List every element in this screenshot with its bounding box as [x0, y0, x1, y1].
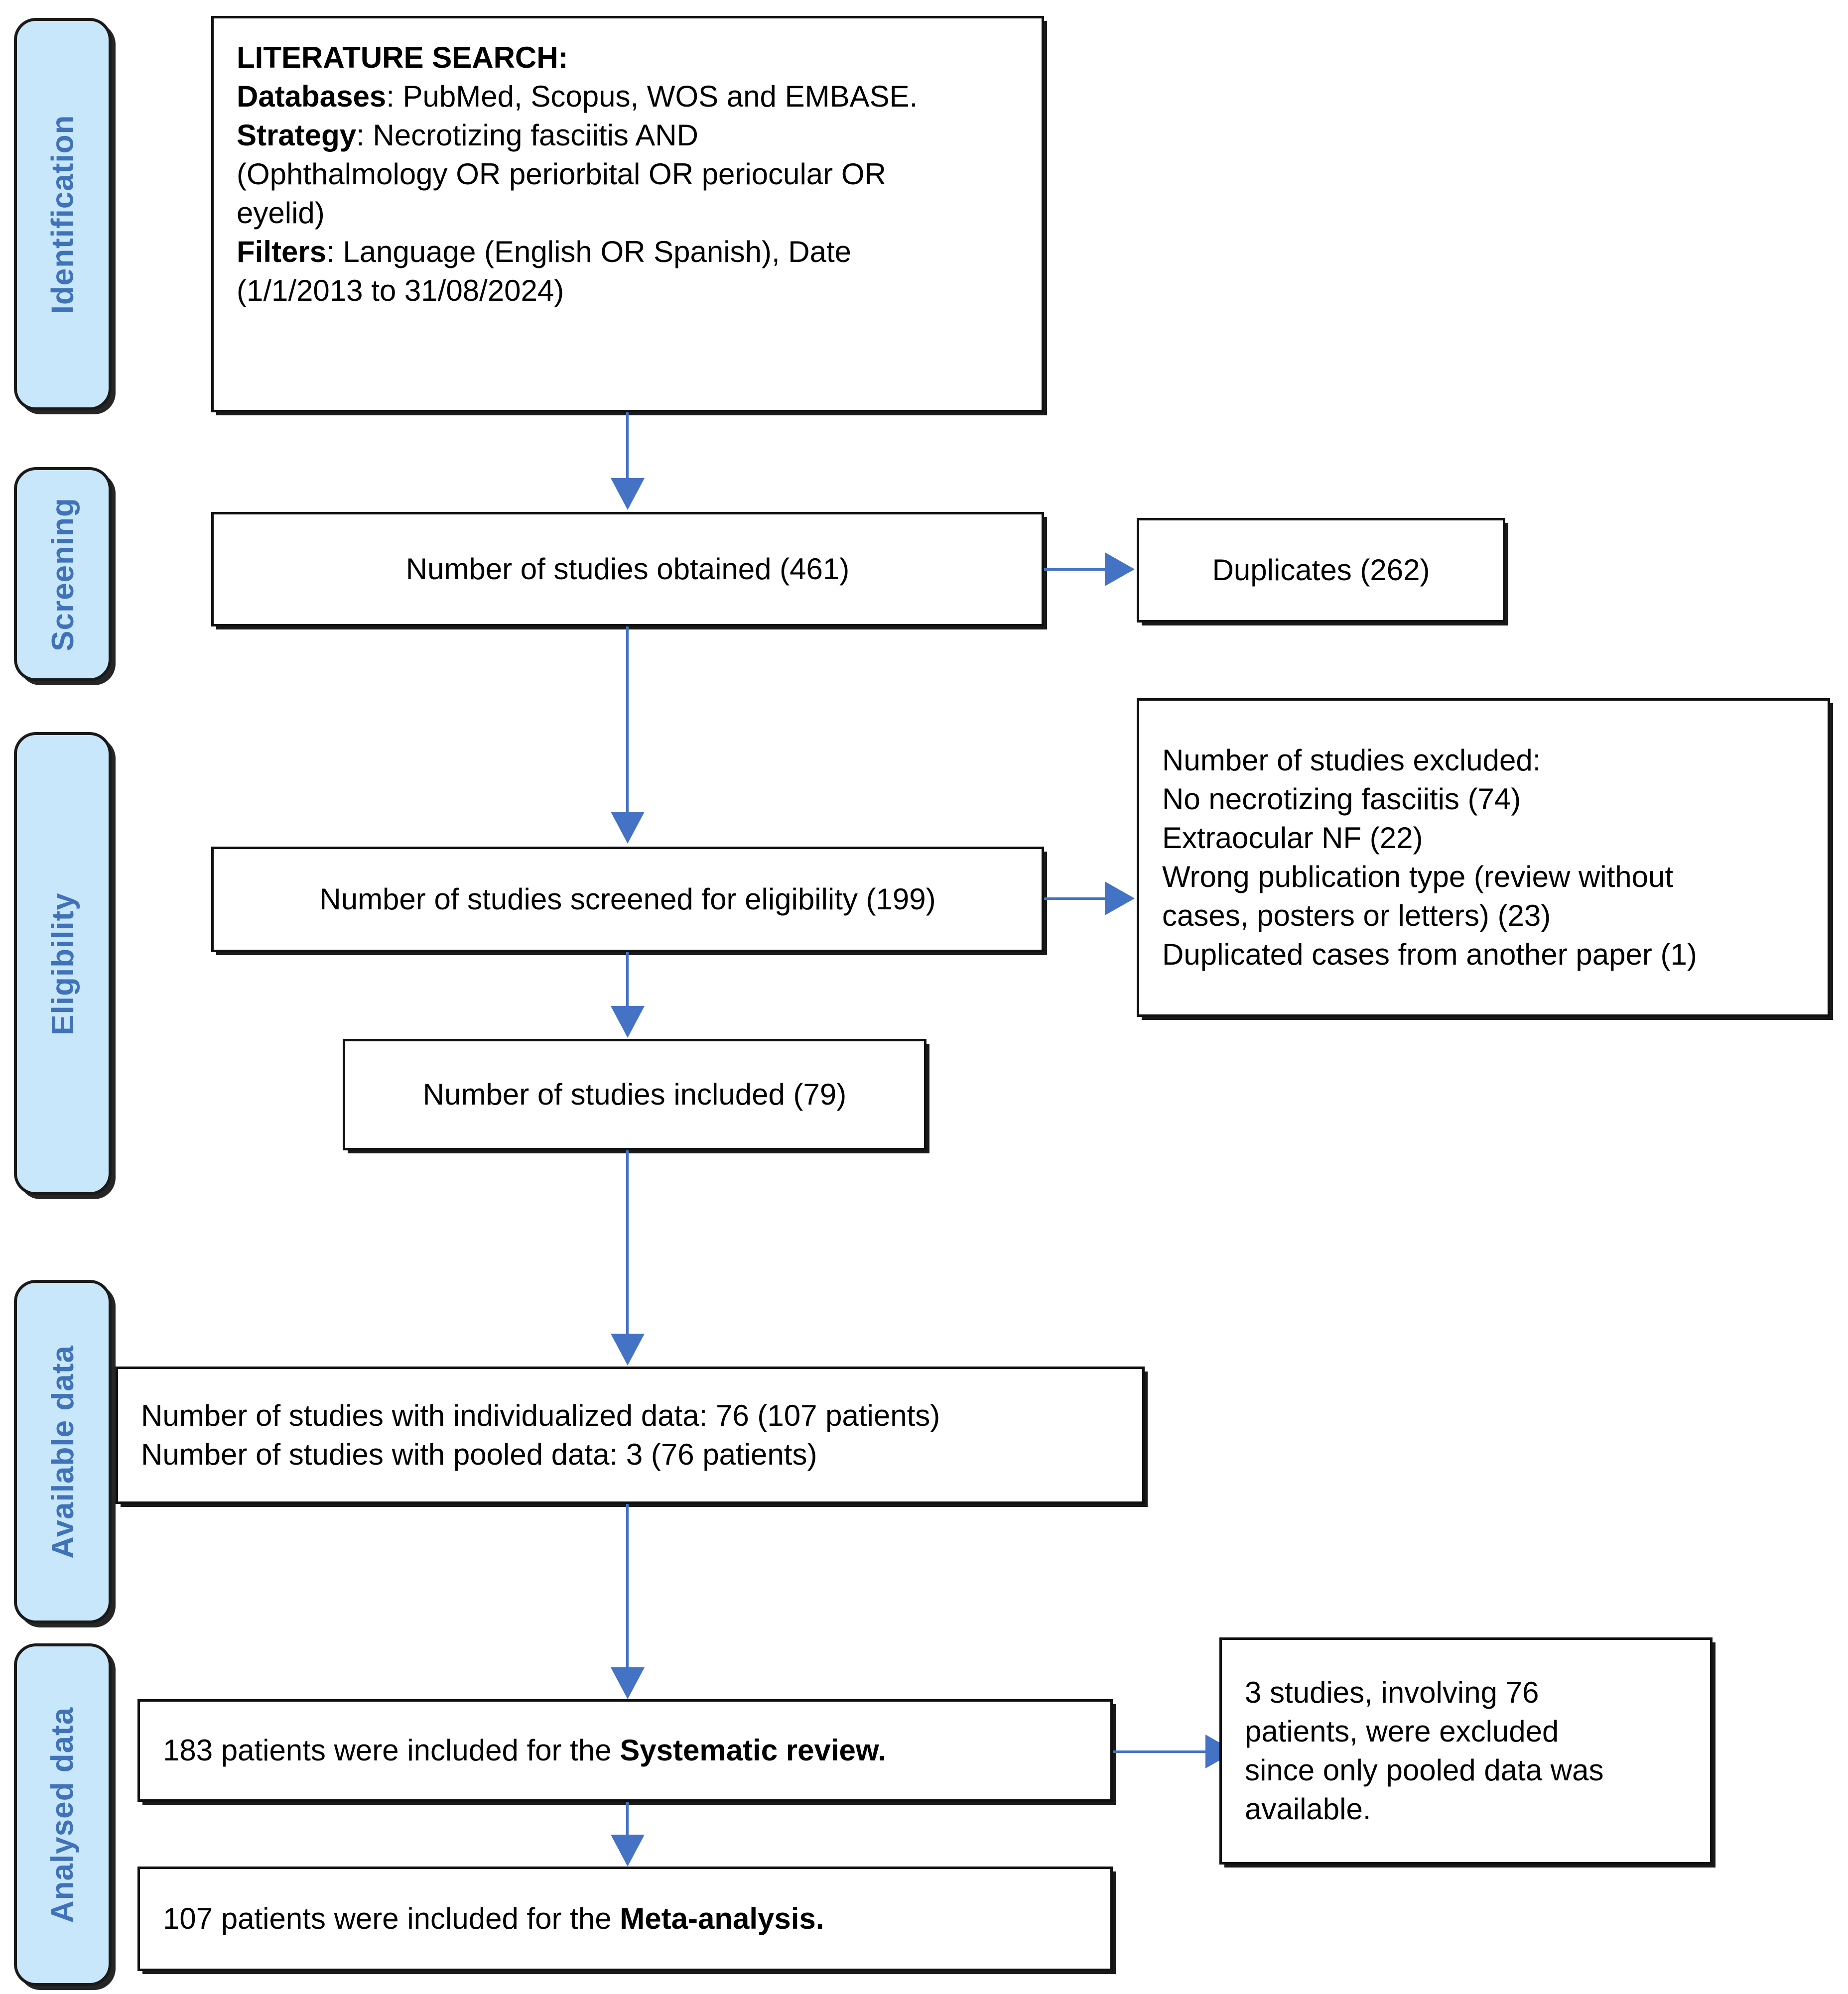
pooled-excluded-line2: patients, were excluded [1245, 1715, 1559, 1748]
box-studies-obtained: Number of studies obtained (461) [211, 512, 1044, 626]
box-pooled-data-excluded: 3 studies, involving 76 patients, were e… [1219, 1637, 1713, 1865]
literature-search-databases: Databases: PubMed, Scopus, WOS and EMBAS… [237, 77, 1030, 116]
box-studies-included: Number of studies included (79) [343, 1039, 926, 1150]
systematic-review-prefix: 183 patients were included for the [163, 1734, 620, 1767]
box-available-data: Number of studies with individualized da… [116, 1367, 1145, 1504]
phase-label-analysed-data: Analysed data [14, 1643, 112, 1986]
box-studies-excluded: Number of studies excluded: No necrotizi… [1137, 698, 1830, 1017]
studies-obtained-text: Number of studies obtained (461) [405, 552, 850, 586]
pooled-excluded-line1: 3 studies, involving 76 [1245, 1676, 1539, 1709]
connector-line-screened-to-excluded [1044, 897, 1106, 900]
literature-search-strategy-line2: (Ophthalmology OR periorbital OR periocu… [237, 157, 886, 191]
phase-label-text: Screening [45, 497, 80, 651]
excluded-reason: No necrotizing fasciitis (74) [1162, 782, 1521, 816]
connector-line-systematic-to-pooled-excluded [1113, 1750, 1207, 1753]
connector-line-search-to-obtained [626, 412, 629, 480]
arrow-right-screened-to-excluded [1105, 881, 1135, 915]
box-systematic-review: 183 patients were included for the Syste… [137, 1699, 1113, 1802]
connector-line-obtained-to-screened [626, 626, 629, 813]
excluded-reason: Duplicated cases from another paper (1) [1162, 938, 1697, 971]
systematic-review-bold: Systematic review. [620, 1734, 887, 1767]
screened-eligibility-text: Number of studies screened for eligibili… [319, 882, 936, 916]
available-data-line2: Number of studies with pooled data: 3 (7… [141, 1438, 817, 1471]
systematic-review-text: 183 patients were included for the Syste… [163, 1731, 1098, 1770]
phase-label-text: Eligibility [45, 892, 80, 1035]
available-data-line1: Number of studies with individualized da… [141, 1399, 940, 1432]
studies-included-text: Number of studies included (79) [422, 1078, 847, 1111]
meta-analysis-bold: Meta-analysis. [620, 1902, 824, 1935]
pooled-excluded-line4: available. [1245, 1792, 1371, 1826]
strategy-value: : Necrotizing fasciitis AND [356, 119, 698, 152]
databases-label: Databases [237, 80, 387, 113]
phase-label-text: Available data [45, 1345, 80, 1559]
arrow-down-systematic-to-meta [611, 1835, 645, 1867]
arrow-down-screened-to-included [611, 1006, 645, 1038]
excluded-reason: Wrong publication type (review without [1162, 860, 1674, 893]
duplicates-text: Duplicates (262) [1212, 553, 1430, 587]
connector-line-available-to-systematic [626, 1504, 629, 1668]
phase-label-text: Analysed data [45, 1707, 80, 1923]
connector-line-systematic-to-meta [626, 1802, 629, 1836]
filters-label: Filters [237, 235, 327, 268]
meta-analysis-prefix: 107 patients were included for the [163, 1902, 620, 1935]
connector-line-obtained-to-duplicates [1044, 568, 1106, 571]
connector-line-screened-to-included [626, 952, 629, 1008]
excluded-heading: Number of studies excluded: [1162, 744, 1541, 777]
literature-search-filters-line2: (1/1/2013 to 31/08/2024) [237, 274, 564, 307]
excluded-reason: cases, posters or letters) (23) [1162, 899, 1551, 932]
box-literature-search: LITERATURE SEARCH: Databases: PubMed, Sc… [211, 16, 1044, 412]
connector-line-included-to-available [626, 1150, 629, 1335]
phase-label-available-data: Available data [14, 1280, 112, 1623]
box-duplicates: Duplicates (262) [1137, 518, 1505, 623]
databases-value: : PubMed, Scopus, WOS and EMBASE. [386, 80, 918, 113]
pooled-excluded-line3: since only pooled data was [1245, 1753, 1604, 1787]
excluded-reason: Extraocular NF (22) [1162, 821, 1423, 855]
literature-search-strategy-line3: eyelid) [237, 196, 325, 230]
phase-label-screening: Screening [14, 467, 112, 681]
box-screened-eligibility: Number of studies screened for eligibili… [211, 847, 1044, 952]
literature-search-filters: Filters: Language (English OR Spanish), … [237, 233, 1030, 271]
arrow-down-search-to-obtained [611, 478, 645, 510]
phase-label-eligibility: Eligibility [14, 732, 112, 1195]
literature-search-heading: LITERATURE SEARCH: [237, 41, 568, 74]
arrow-down-obtained-to-screened [611, 812, 645, 844]
arrow-right-obtained-to-duplicates [1105, 552, 1135, 586]
arrow-down-included-to-available [611, 1334, 645, 1366]
phase-label-identification: Identification [14, 18, 112, 410]
arrow-down-available-to-systematic [611, 1667, 645, 1699]
meta-analysis-text: 107 patients were included for the Meta-… [163, 1899, 1098, 1938]
filters-value: : Language (English OR Spanish), Date [326, 235, 852, 268]
phase-label-text: Identification [45, 115, 80, 314]
literature-search-strategy: Strategy: Necrotizing fasciitis AND [237, 116, 1030, 155]
box-meta-analysis: 107 patients were included for the Meta-… [137, 1867, 1113, 1971]
strategy-label: Strategy [237, 119, 357, 152]
